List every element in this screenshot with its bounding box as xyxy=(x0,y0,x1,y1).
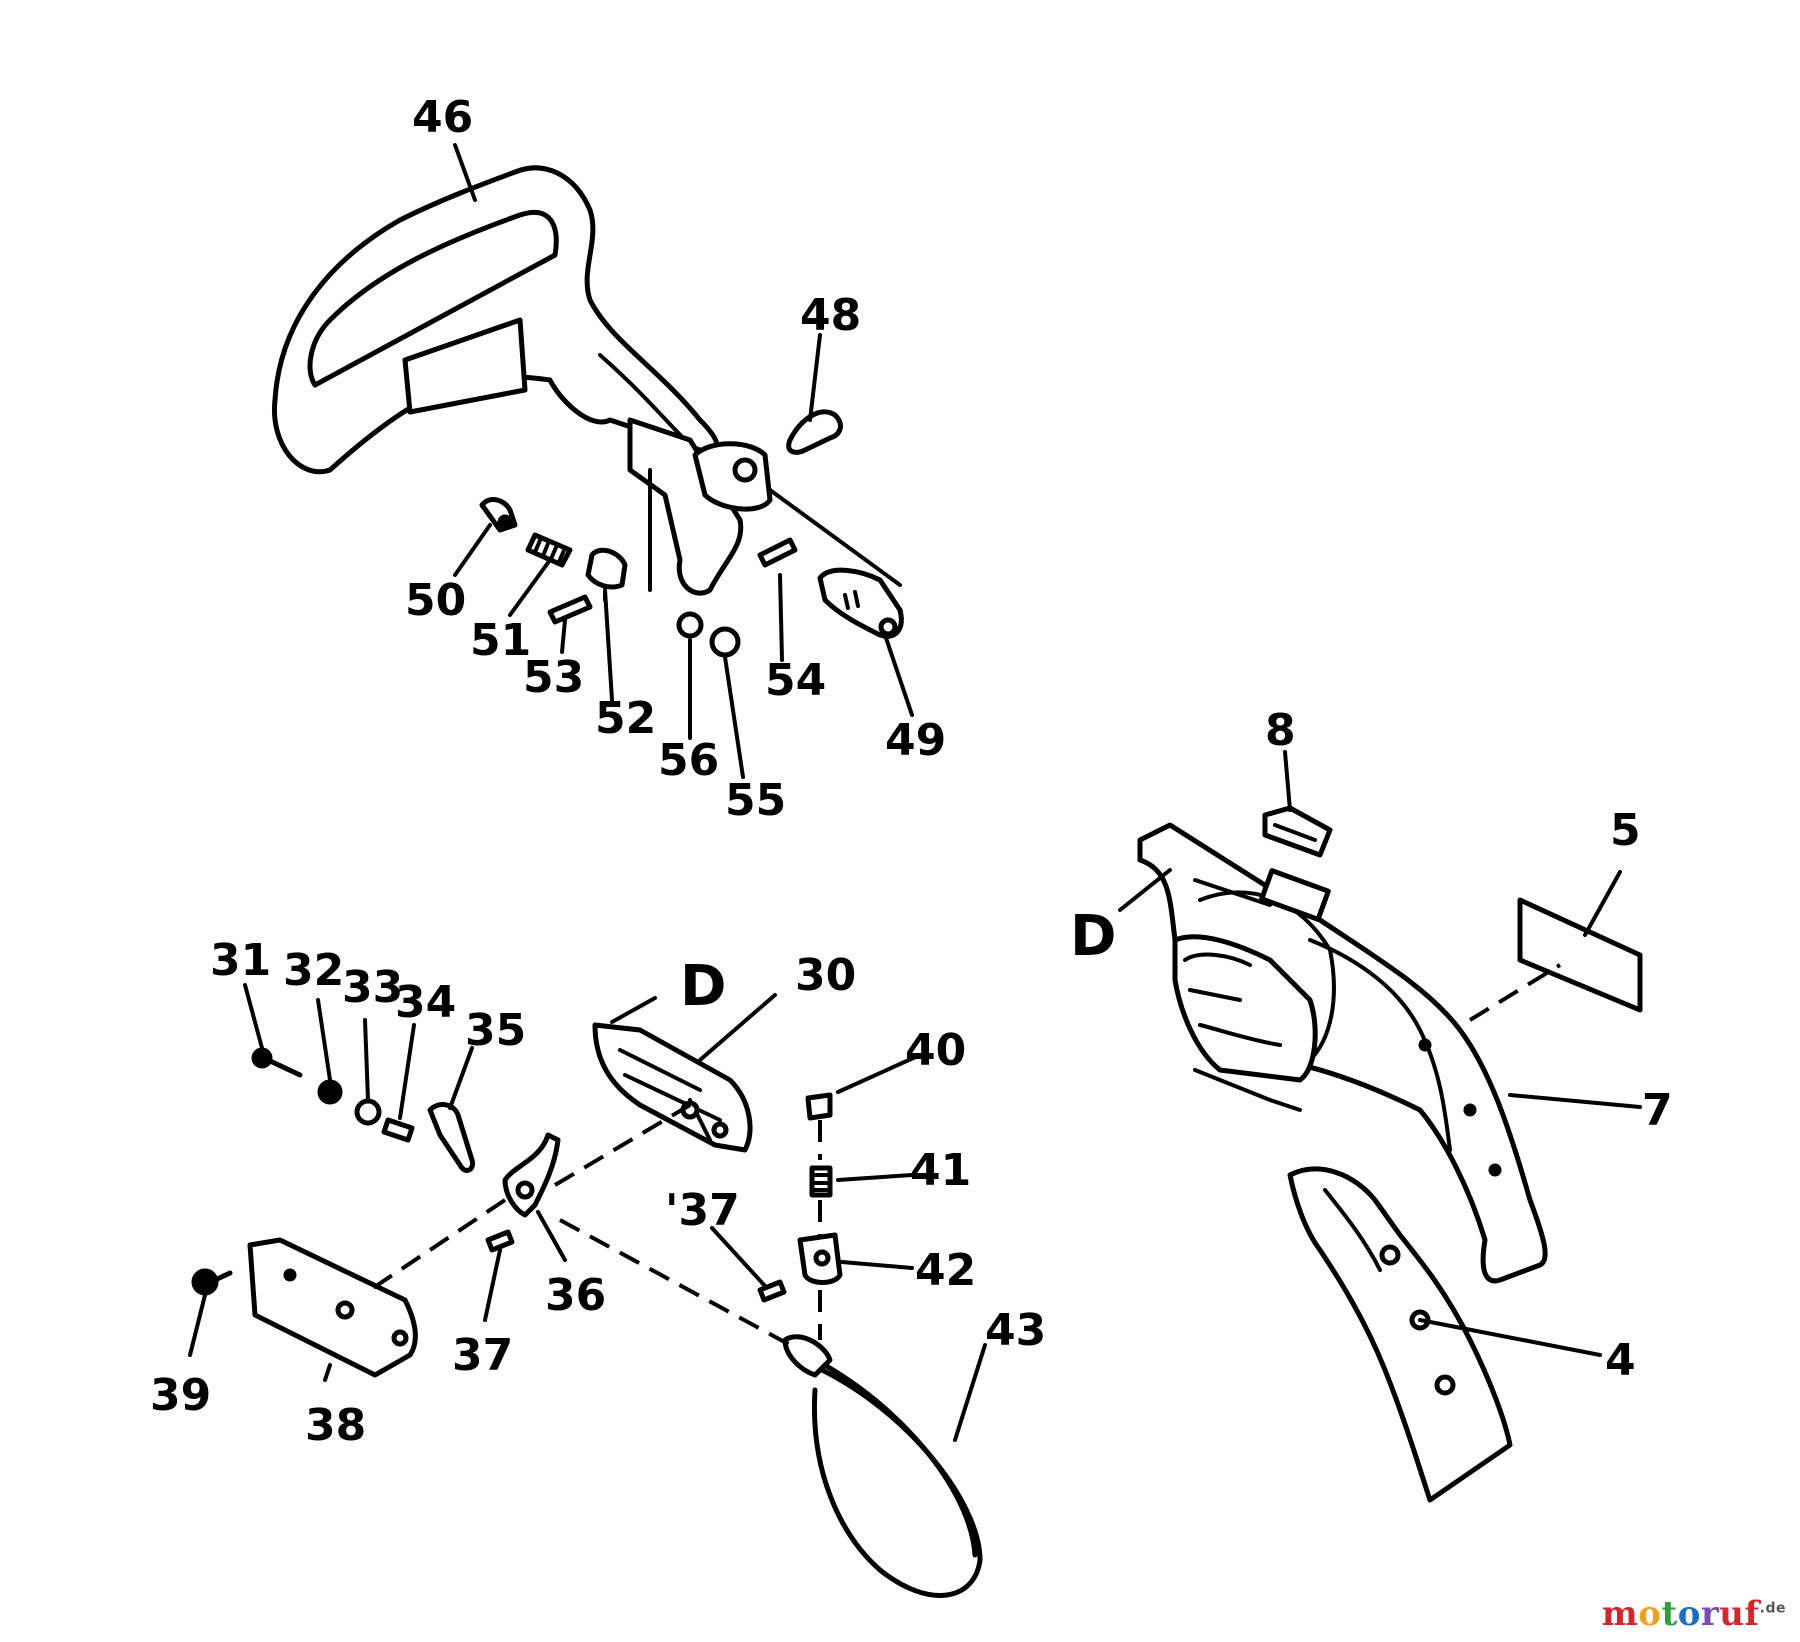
callout-32: 32 xyxy=(283,945,344,996)
callout-41: 41 xyxy=(910,1145,971,1196)
part-42-rod-end xyxy=(797,1232,843,1285)
callout-46: 46 xyxy=(412,92,473,143)
part-36-lever xyxy=(502,1132,561,1218)
wm-part-4: o xyxy=(1677,1594,1701,1634)
assembly-lines xyxy=(368,963,1562,1347)
part-46-hand-guard xyxy=(271,165,720,475)
callout-40: 40 xyxy=(905,1025,966,1076)
callout-54: 54 xyxy=(765,655,826,706)
callout-30: 30 xyxy=(795,950,856,1001)
part-41-spring xyxy=(809,1165,833,1198)
callout-8: 8 xyxy=(1265,705,1296,756)
callout-52: 52 xyxy=(595,693,656,744)
callout-labels: 46 48 50 51 53 52 56 55 54 49 8 5 7 4 31… xyxy=(150,92,1673,1451)
part-37-pin-b xyxy=(757,1279,787,1303)
leader-lines xyxy=(188,143,1642,1442)
part-51-spring xyxy=(525,532,573,568)
part-35-latch xyxy=(427,1102,476,1173)
callout-56: 56 xyxy=(658,735,719,786)
wm-suffix: .de xyxy=(1759,1600,1786,1617)
part-30-housing xyxy=(592,1022,753,1153)
callout-37-bottom: 37 xyxy=(452,1330,513,1381)
part-56-washer xyxy=(676,611,704,639)
callout-39: 39 xyxy=(150,1370,211,1421)
callout-37-top: '37 xyxy=(665,1185,740,1236)
callout-31: 31 xyxy=(210,935,271,986)
part-38-plate xyxy=(247,1237,418,1378)
callout-34: 34 xyxy=(395,977,456,1028)
watermark-logo: motoruf.de xyxy=(1602,1594,1786,1634)
part-32-washer xyxy=(317,1079,343,1105)
callout-51: 51 xyxy=(470,615,531,666)
callout-38: 38 xyxy=(305,1400,366,1451)
callout-42: 42 xyxy=(915,1245,976,1296)
part-33-ring xyxy=(354,1098,382,1126)
callout-4: 4 xyxy=(1605,1335,1636,1386)
marker-d-left: D xyxy=(680,954,726,1019)
callout-5: 5 xyxy=(1610,805,1641,856)
part-31-screw xyxy=(251,1047,303,1078)
callout-35: 35 xyxy=(465,1005,526,1056)
part-8-pad xyxy=(1262,805,1333,858)
part-39-screw xyxy=(191,1268,233,1296)
callout-53: 53 xyxy=(523,652,584,703)
wm-part-2: o xyxy=(1638,1594,1662,1634)
callout-36: 36 xyxy=(545,1270,606,1321)
callout-49: 49 xyxy=(885,715,946,766)
part-55-washer xyxy=(709,626,741,658)
part-37-pin-a xyxy=(485,1229,515,1253)
part-53-pin xyxy=(547,594,593,625)
part-48-pin xyxy=(786,409,843,455)
part-5-decal xyxy=(1517,897,1643,1013)
callout-7: 7 xyxy=(1642,1085,1673,1136)
part-34-spring xyxy=(381,1117,415,1143)
callout-33: 33 xyxy=(342,962,403,1013)
callout-55: 55 xyxy=(725,775,786,826)
part-43-brake-band xyxy=(782,1334,983,1598)
part-7-brake-cover xyxy=(1137,822,1548,1284)
callout-48: 48 xyxy=(800,290,861,341)
part-50-bolt xyxy=(479,497,518,533)
part-49-plate xyxy=(817,567,904,639)
part-54-pin xyxy=(757,537,798,568)
marker-d-right: D xyxy=(1070,904,1116,969)
wm-part-1: m xyxy=(1601,1594,1639,1634)
wm-part-6: uf xyxy=(1719,1594,1760,1634)
part-52-bushing xyxy=(585,547,628,590)
wm-part-5: r xyxy=(1700,1594,1720,1634)
wm-part-3: t xyxy=(1661,1594,1678,1634)
part-40-nut xyxy=(805,1092,833,1121)
brake-lever-body xyxy=(603,417,902,602)
callout-43: 43 xyxy=(985,1305,1046,1356)
callout-50: 50 xyxy=(405,575,466,626)
